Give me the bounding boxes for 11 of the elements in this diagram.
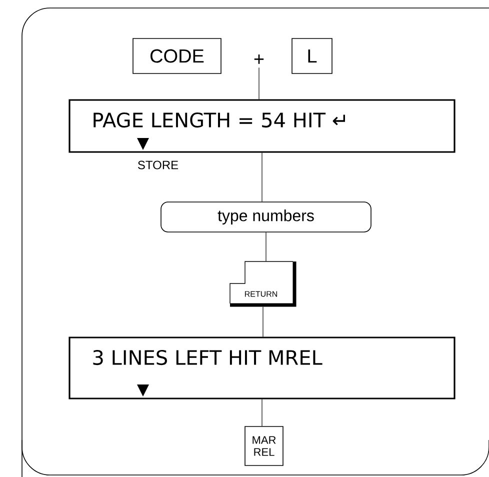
display-panel: 3 LINES LEFT HIT MREL: [68, 336, 456, 400]
display-panel: PAGE LENGTH = 54 HIT ↵ STORE: [68, 99, 456, 170]
connector-line: [258, 67, 260, 100]
connector-line: [262, 306, 264, 337]
plus-sign: +: [254, 54, 264, 64]
node-label: STORE: [138, 160, 178, 170]
key-button: CODE: [132, 38, 222, 74]
return-key: RETURN: [230, 261, 296, 307]
instruction-box: type numbers: [160, 202, 372, 232]
key-button: MAR REL: [244, 426, 284, 466]
key-button: L: [292, 38, 332, 74]
